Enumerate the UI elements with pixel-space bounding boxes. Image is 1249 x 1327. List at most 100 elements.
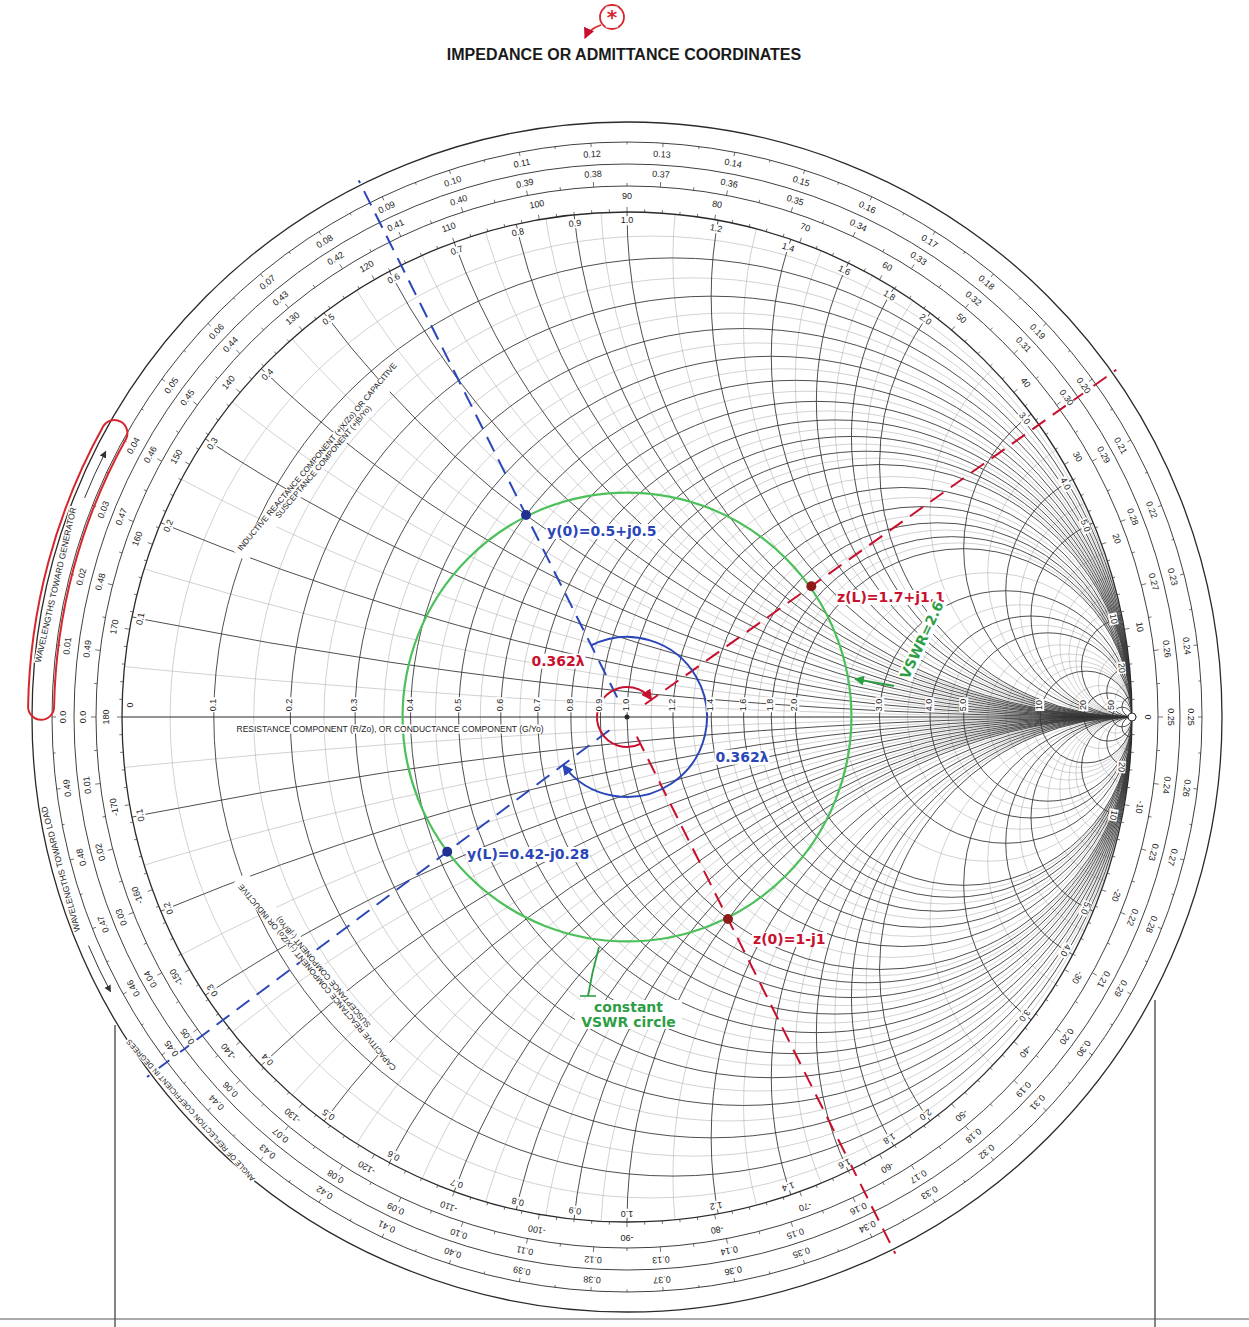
scale-number: -170 [109, 797, 122, 818]
scale-tick [1112, 576, 1115, 578]
scale-tick [139, 576, 142, 578]
scale-tick [912, 264, 915, 268]
scale-number: 0.49 [62, 777, 74, 798]
scale-tick [1095, 527, 1098, 528]
reactance-arc [355, 0, 1249, 717]
scale-number: 0.16 [856, 199, 878, 216]
scale-tick [1073, 479, 1076, 480]
scale-tick [119, 551, 122, 553]
scale-number: 0.11 [515, 1244, 535, 1257]
scale-number: 0.19 [1027, 321, 1047, 342]
scale-tick [1131, 752, 1134, 753]
scale-tick [504, 1207, 506, 1210]
reactance-arc [1031, 717, 1233, 919]
scale-tick [1121, 912, 1126, 914]
scale-tick [370, 1182, 371, 1185]
impedance-annotation: z(0)=1-j1 [752, 932, 827, 947]
scale-tick [1124, 804, 1129, 806]
scale-number: 0.21 [1094, 968, 1112, 990]
scale-tick [494, 1231, 496, 1234]
scale-number: 80 [711, 199, 724, 210]
radial-line [637, 737, 895, 1254]
scale-tick [350, 213, 351, 215]
scale-number: 0.02 [75, 566, 89, 587]
scale-tick [1158, 927, 1162, 928]
scale-number: 0.25 [1185, 707, 1194, 727]
scale-tick [766, 1202, 768, 1205]
scale-tick [185, 462, 189, 465]
reactance-arc [866, 717, 1249, 1249]
bracket [580, 995, 596, 997]
scale-tick [800, 238, 802, 243]
scale-ring [32, 122, 1222, 1312]
scale-tick [538, 1214, 540, 1219]
frame-line [0, 1319, 1249, 1320]
scale-tick [404, 1171, 405, 1174]
note-mark: * [606, 7, 618, 28]
scale-tick [196, 448, 199, 450]
scale-tick [1064, 970, 1068, 973]
scale-number: 0.3 [350, 698, 359, 713]
scale-number: 0 [1142, 713, 1151, 720]
scale-number: 0.1 [135, 807, 147, 823]
scale-tick [1121, 821, 1124, 823]
scale-tick [627, 142, 628, 145]
scale-tick [289, 252, 290, 254]
scale-number: 0.23 [1165, 566, 1179, 587]
scale-tick [178, 479, 181, 480]
scale-tick [57, 788, 61, 790]
scale-tick [430, 220, 431, 223]
scale-tick [1102, 543, 1107, 545]
scale-number: 0.38 [582, 1274, 602, 1285]
scale-number: 0.9 [567, 218, 582, 229]
scale-tick [714, 215, 716, 220]
scale-tick [1198, 680, 1200, 681]
scale-number: 2.0 [916, 312, 933, 328]
scale-tick [554, 147, 555, 149]
scale-tick [1124, 628, 1129, 630]
scale-number: 10 [1133, 620, 1144, 633]
scale-tick [924, 306, 926, 308]
scale-tick [1145, 961, 1147, 962]
scale-tick [119, 881, 122, 883]
scale-number: 0.30 [1057, 387, 1076, 408]
scale-tick [328, 1126, 330, 1128]
scale-tick [1107, 943, 1110, 944]
scale-number: 4.0 [925, 698, 934, 713]
scale-tick [1107, 873, 1110, 875]
scale-number: 150 [168, 447, 185, 466]
scale-tick [178, 954, 181, 955]
reactance-arc [771, 717, 1249, 1327]
leader-line [588, 947, 599, 996]
scale-number: 60 [879, 260, 894, 274]
scale-number: -150 [168, 966, 186, 988]
scale-tick [358, 1145, 360, 1148]
scale-tick [372, 275, 375, 279]
scale-tick [1132, 699, 1135, 700]
scale-tick [627, 207, 628, 212]
scale-number: 4.0 [1057, 942, 1072, 959]
scale-tick [800, 1192, 802, 1197]
scale-tick [382, 197, 384, 201]
scale-number: -160 [131, 884, 147, 906]
scale-tick [144, 943, 147, 944]
scale-number: 0.0 [79, 710, 88, 725]
scale-tick [731, 220, 733, 223]
reactance-arc [673, 717, 1249, 1327]
scale-number: 0.20 [1057, 1026, 1076, 1047]
reactance-arc [501, 0, 1249, 717]
scale-number: 2.0 [916, 1106, 933, 1122]
scale-tick [1132, 551, 1135, 553]
scale-tick [92, 927, 96, 928]
scale-number: -30 [1069, 968, 1085, 986]
scale-tick [261, 1104, 263, 1106]
scale-tick [319, 232, 321, 235]
scale-tick [80, 893, 82, 895]
scale-number: 20 [1115, 760, 1126, 773]
reactance-arc [0, 0, 1249, 717]
scale-number: 0.12 [583, 1254, 603, 1265]
scale-tick [609, 209, 610, 212]
scale-tick [319, 1199, 321, 1202]
scale-number: 0.5 [321, 1106, 338, 1122]
